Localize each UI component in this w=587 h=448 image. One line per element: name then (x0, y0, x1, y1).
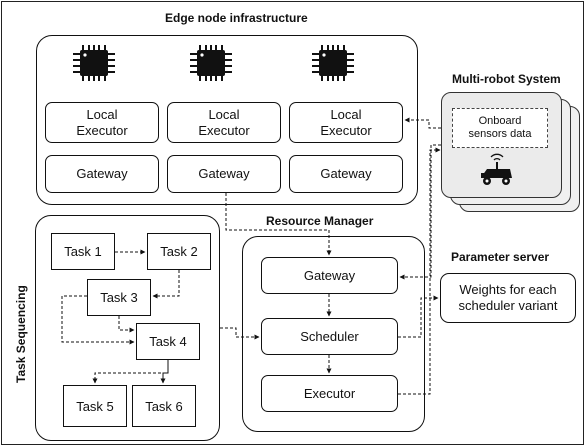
weights-box: Weights for each scheduler variant (440, 273, 576, 323)
onboard-sensors-box: Onboard sensors data (452, 108, 548, 148)
flow-scheduler-params (398, 295, 439, 338)
parameter-server-title: Parameter server (451, 250, 550, 264)
flow-task2-task3 (152, 270, 180, 299)
flow-robots-rmgateway (399, 144, 441, 280)
robot-icon (481, 153, 512, 185)
task-3: Task 3 (87, 279, 151, 316)
flow-task3-task4b (118, 316, 135, 333)
task-1: Task 1 (51, 233, 115, 270)
flow-task4-task6 (160, 360, 169, 384)
flow-task4-task5 (92, 360, 169, 384)
local-executor-3: Local Executor (289, 102, 403, 143)
task-6: Task 6 (132, 385, 196, 427)
local-executor-2: Local Executor (167, 102, 281, 143)
local-executor-1: Local Executor (45, 102, 159, 143)
chip-icon (73, 45, 115, 81)
resource-manager-title: Resource Manager (266, 214, 374, 228)
task-2: Task 2 (147, 233, 211, 270)
rm-executor: Executor (261, 375, 398, 412)
rm-scheduler: Scheduler (261, 318, 398, 355)
rm-gateway: Gateway (261, 257, 398, 294)
task-5: Task 5 (63, 385, 127, 427)
flow-task3-task4 (61, 295, 135, 345)
flow-executor-robots (398, 147, 441, 395)
flow-edge-rmgateway (225, 193, 332, 256)
chip-icon (190, 45, 232, 81)
edge-gateway-3: Gateway (289, 155, 403, 193)
task-4: Task 4 (136, 323, 200, 360)
edge-title: Edge node infrastructure (165, 11, 308, 25)
robots-title: Multi-robot System (452, 72, 561, 86)
flow-robots-edge (404, 117, 441, 129)
edge-gateway-1: Gateway (45, 155, 159, 193)
edge-gateway-2: Gateway (167, 155, 281, 193)
chip-icon (312, 45, 354, 81)
flow-tasks-scheduler (220, 327, 260, 340)
